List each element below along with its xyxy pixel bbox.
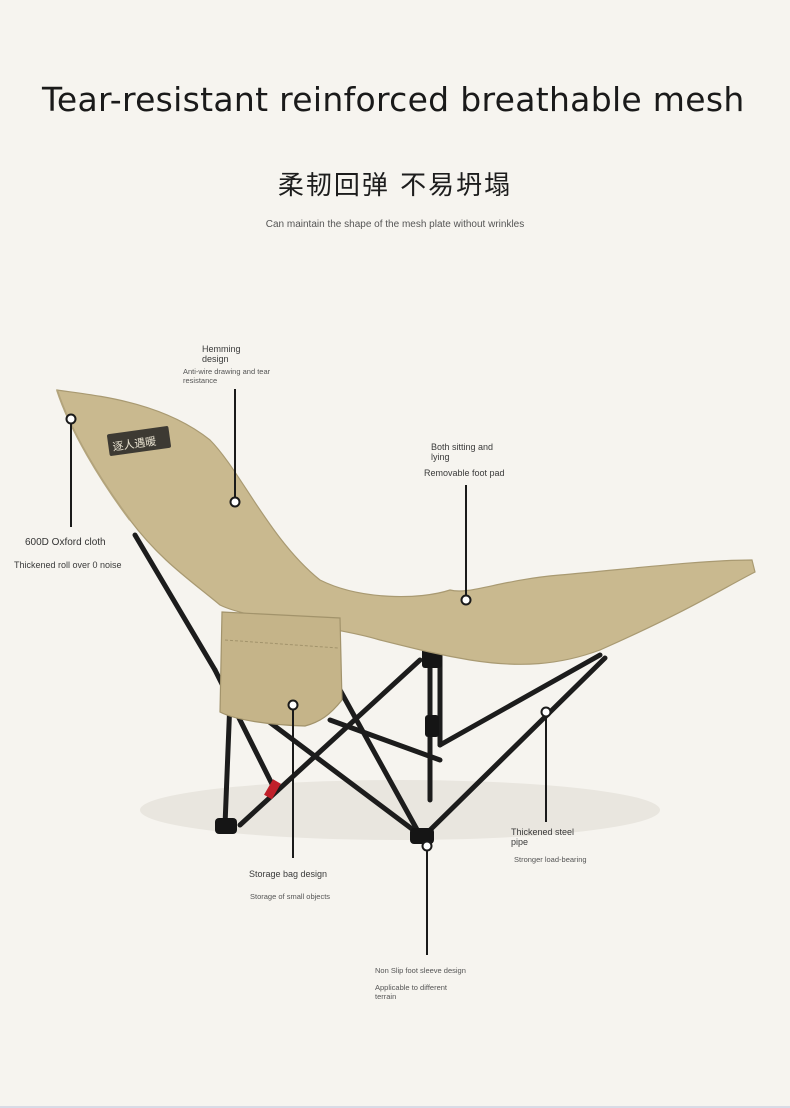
hemming-title: Hemming design — [202, 344, 241, 364]
dot-storage — [287, 699, 299, 711]
oxford-title: 600D Oxford cloth — [25, 537, 106, 548]
foot-desc: Applicable to different terrain — [375, 983, 447, 1001]
chair-logo — [107, 426, 171, 456]
red-accent — [264, 779, 281, 800]
dot-oxford — [65, 413, 77, 425]
chinese-title: 柔韧回弹 不易坍塌 — [277, 171, 513, 201]
steel-title: Thickened steel pipe — [511, 827, 575, 847]
bottom-divider — [0, 1106, 790, 1108]
hemming-desc: Anti-wire drawing and tear resistance — [183, 367, 271, 385]
oxford-desc: Thickened roll over 0 noise — [14, 560, 122, 570]
dot-foot — [421, 840, 433, 852]
footpad-title: Both sitting and lying — [431, 442, 494, 462]
footpad-desc: Removable foot pad — [424, 468, 505, 478]
dot-hemming — [229, 496, 241, 508]
callout-lines — [70, 389, 547, 955]
storage-desc: Storage of small objects — [250, 892, 331, 901]
chair-fabric — [56, 389, 756, 665]
subtitle: Can maintain the shape of the mesh plate… — [265, 219, 525, 230]
dot-steel — [540, 706, 552, 718]
storage-bag — [219, 611, 343, 727]
foot-title: Non Slip foot sleeve design — [375, 966, 466, 975]
steel-desc: Stronger load-bearing — [514, 855, 587, 864]
callout-dots — [65, 413, 552, 852]
storage-title: Storage bag design — [249, 869, 328, 879]
headline: Tear-resistant reinforced breathable mes… — [42, 80, 745, 119]
chair-logo-text: 逐人遇暖 — [112, 435, 157, 454]
dot-footpad — [460, 594, 472, 606]
